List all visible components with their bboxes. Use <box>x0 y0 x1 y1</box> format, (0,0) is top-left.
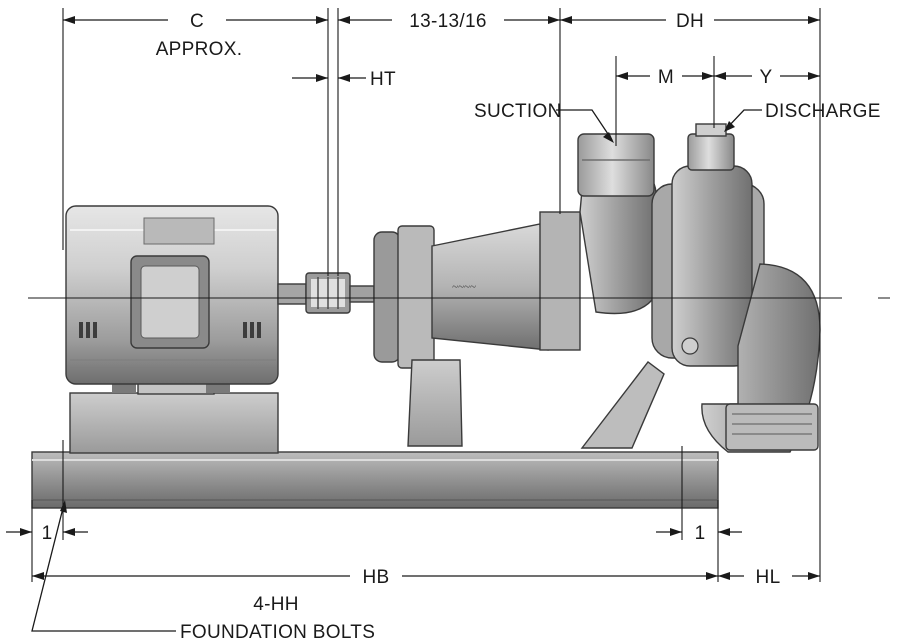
dimension-hl <box>718 572 820 580</box>
suction-label: SUCTION <box>474 101 562 122</box>
motor <box>65 205 307 385</box>
dimension-hb <box>32 572 718 580</box>
dimension-dh <box>560 16 820 24</box>
dimension-1-right <box>656 528 742 536</box>
dimension-m <box>616 72 714 80</box>
bearing-frame: ~~~~ <box>373 211 581 369</box>
discharge-leader <box>724 109 762 132</box>
suction-nozzle <box>577 133 657 315</box>
dimension-c <box>63 16 328 24</box>
pump-casing <box>651 165 821 453</box>
dimension-13-13-16-label: 13-13/16 <box>409 11 486 32</box>
pump-support <box>407 359 665 449</box>
suction-leader <box>556 109 614 143</box>
dimension-1-left <box>6 528 88 536</box>
discharge-nozzle <box>687 123 735 171</box>
foundation-bolts-count-label: 4-HH <box>253 594 299 615</box>
dimension-13-13-16 <box>338 16 560 24</box>
foundation-bolts-leader <box>31 500 176 632</box>
dimension-dh-label: DH <box>676 11 704 32</box>
dimension-1-left-label: 1 <box>42 523 53 544</box>
dimension-hb-label: HB <box>363 567 390 588</box>
base-rail <box>31 451 719 509</box>
dimension-ht-label: HT <box>370 69 396 90</box>
coupling <box>305 272 375 314</box>
dimension-m-label: M <box>658 67 674 88</box>
discharge-label: DISCHARGE <box>765 101 881 122</box>
dimension-ht <box>292 74 366 82</box>
dimension-y-label: Y <box>760 67 773 88</box>
machine: ~~~~ <box>31 123 821 509</box>
svg-text:~~~~: ~~~~ <box>452 281 476 293</box>
dimension-c-approx-label: APPROX. <box>156 39 243 60</box>
dimension-c-label: C <box>190 11 204 32</box>
foundation-bolts-label: FOUNDATION BOLTS <box>180 622 375 641</box>
extension-lines <box>31 8 821 582</box>
dimension-1-right-label: 1 <box>695 523 706 544</box>
dimension-hl-label: HL <box>756 567 781 588</box>
dimension-y <box>714 72 820 80</box>
